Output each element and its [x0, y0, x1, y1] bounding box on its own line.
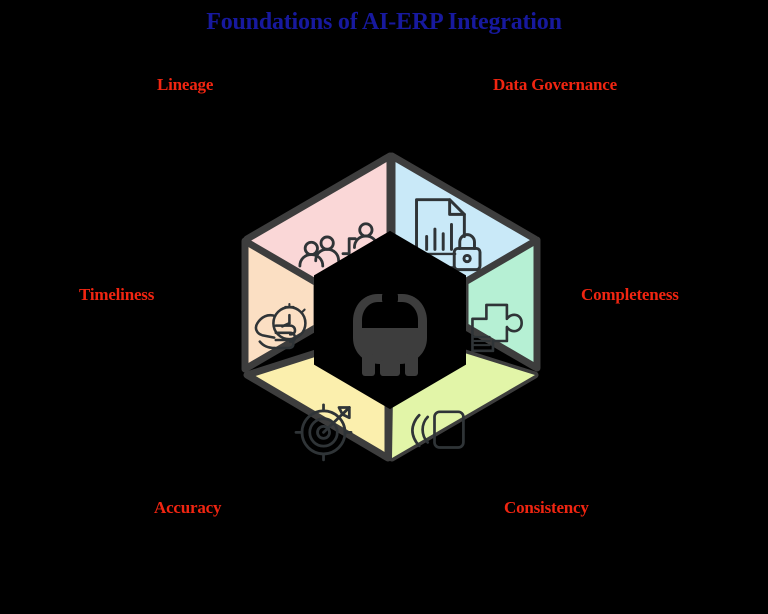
page-title: Foundations of AI-ERP Integration	[206, 9, 562, 35]
target-dart-icon	[294, 403, 353, 462]
stacked-layers-icon	[411, 410, 465, 449]
label-consistency: Consistency	[504, 498, 589, 517]
hand-stopwatch-icon	[254, 302, 307, 350]
label-lineage: Lineage	[157, 75, 214, 94]
label-data-governance: Data Governance	[493, 75, 618, 94]
label-completeness: Completeness	[581, 285, 679, 304]
center-hexagon[interactable]	[314, 230, 466, 410]
robot-ai-icon	[353, 292, 427, 376]
label-accuracy: Accuracy	[154, 498, 222, 517]
label-timeliness: Timeliness	[79, 285, 155, 304]
puzzle-piece-icon	[471, 303, 523, 353]
